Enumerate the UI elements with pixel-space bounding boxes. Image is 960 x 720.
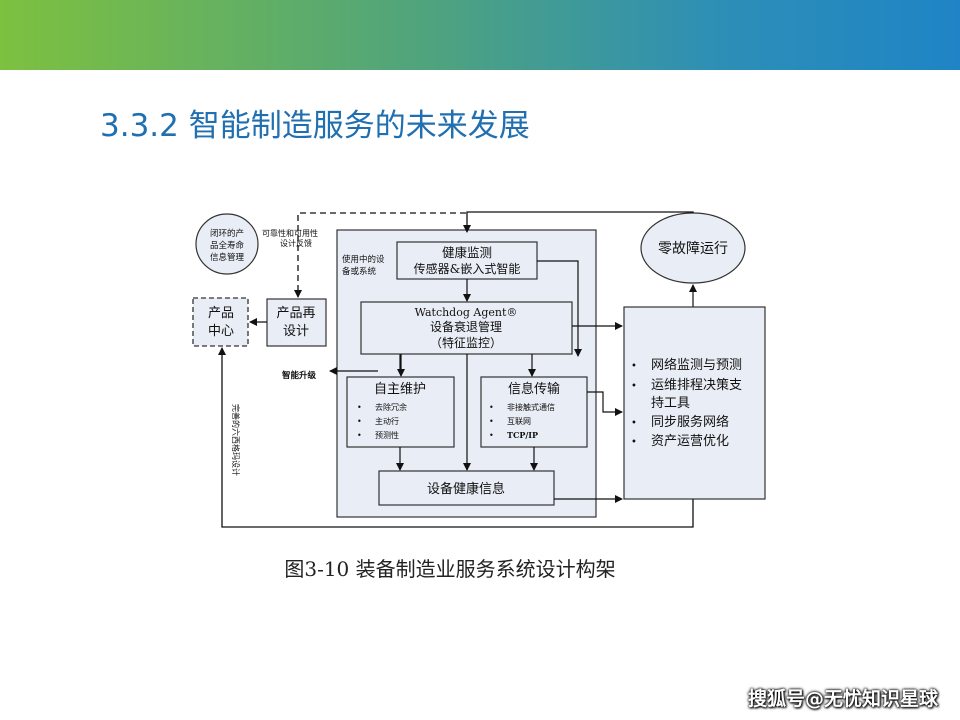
redesign-line-2: 设计 xyxy=(283,324,309,339)
health-monitor-line-2: 传感器&嵌入式智能 xyxy=(414,261,521,276)
maint-item-2: 主动行 xyxy=(375,416,399,426)
info-bullet: • xyxy=(489,403,494,412)
maint-bullet: • xyxy=(357,403,362,412)
feedback-label-2: 设计反馈 xyxy=(280,238,312,248)
bottom-return-loop xyxy=(218,347,694,528)
zero-fault-label: 零故障运行 xyxy=(658,241,728,257)
in-use-label-1: 使用中的设 xyxy=(342,254,385,265)
info-item-2: 互联网 xyxy=(507,417,531,426)
right-bullet: • xyxy=(631,437,637,448)
watermark: 搜狐号@无忧知识星球 xyxy=(747,688,938,710)
right-bullet: • xyxy=(631,418,637,429)
maint-bullet: • xyxy=(357,431,362,440)
right-item-2: 运维排程决策支 xyxy=(651,377,742,393)
zero-fault-loop-line xyxy=(463,211,694,233)
smart-upgrade-label: 智能升级 xyxy=(281,370,317,381)
self-maintenance-box xyxy=(346,376,455,448)
closed-loop-circle xyxy=(195,213,259,275)
info-item-3: TCP/IP xyxy=(507,430,538,440)
maint-item-1: 去除冗余 xyxy=(375,402,407,412)
info-bullet: • xyxy=(489,417,494,426)
product-center-line-2: 中心 xyxy=(208,324,234,339)
equipment-health-label: 设备健康信息 xyxy=(427,481,505,497)
right-bullet: • xyxy=(631,361,637,372)
maint-item-3: 预测性 xyxy=(375,430,399,440)
watchdog-line-3: （特征监控） xyxy=(430,335,502,350)
watchdog-agent-box xyxy=(360,301,573,355)
info-to-right-arrow xyxy=(587,391,623,416)
feedback-dashed-line xyxy=(294,212,466,298)
six-sigma-vertical-label: 完善的六西格玛设计 xyxy=(231,404,241,476)
header-banner xyxy=(0,0,960,70)
closed-loop-line-1: 闭环的产 xyxy=(210,228,244,239)
watchdog-line-1: Watchdog Agent® xyxy=(415,306,518,319)
slide-title: 3.3.2 智能制造服务的未来发展 xyxy=(100,108,530,144)
info-bullet: • xyxy=(489,431,494,440)
product-center-line-1: 产品 xyxy=(208,306,234,321)
right-item-3: 持工具 xyxy=(651,396,690,411)
right-item-4: 同步服务网络 xyxy=(651,414,729,430)
info-transfer-box xyxy=(480,376,588,448)
figure-caption: 图3-10 装备制造业服务系统设计构架 xyxy=(0,553,960,582)
monitor-to-info-arrow xyxy=(537,260,582,357)
info-transfer-title: 信息传输 xyxy=(508,381,560,397)
feedback-label-1: 可靠性和可用性 xyxy=(262,228,318,238)
right-bullet: • xyxy=(631,381,637,392)
self-maintenance-title: 自主维护 xyxy=(374,382,426,397)
equipment-health-box xyxy=(378,470,555,506)
watchdog-line-2: 设备衰退管理 xyxy=(430,319,502,334)
in-use-label-2: 备或系统 xyxy=(342,266,377,277)
redesign-box xyxy=(266,298,327,347)
maint-bullet: • xyxy=(357,417,362,426)
right-panel-box xyxy=(623,306,766,500)
right-item-1: 网络监测与预测 xyxy=(651,357,742,373)
health-monitor-box xyxy=(396,241,538,280)
product-center-box xyxy=(192,297,249,347)
figure-caption-text: 图3-10 装备制造业服务系统设计构架 xyxy=(284,557,616,581)
closed-loop-line-2: 品全寿命 xyxy=(210,240,245,251)
closed-loop-line-3: 信息管理 xyxy=(210,252,245,263)
redesign-line-1: 产品再 xyxy=(276,306,315,321)
health-monitor-line-1: 健康监测 xyxy=(442,245,492,260)
right-item-5: 资产运营优化 xyxy=(651,434,729,449)
info-item-1: 非接触式通信 xyxy=(507,402,555,412)
